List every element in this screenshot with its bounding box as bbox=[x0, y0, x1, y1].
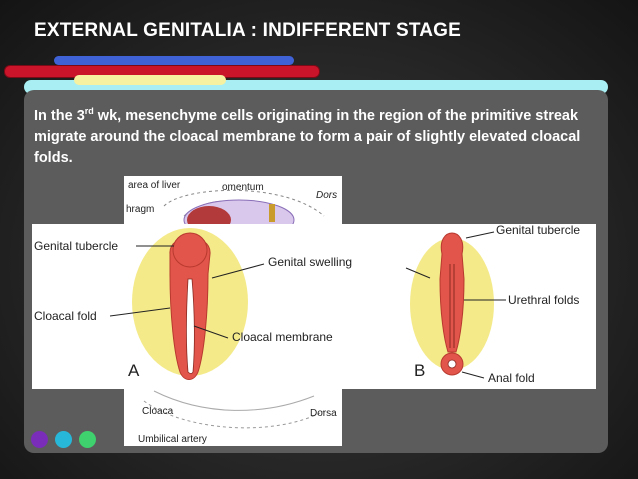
decor-bar-yellow bbox=[74, 75, 226, 85]
figure-external-genitalia: Genital tubercle Genital swelling Cloaca… bbox=[32, 223, 596, 389]
label-area-of-liver: area of liver bbox=[128, 180, 181, 191]
label-genital-tubercle-a: Genital tubercle bbox=[34, 239, 118, 253]
urethral-folds-shape-b bbox=[439, 232, 465, 353]
cloacal-membrane-shape-a bbox=[186, 278, 195, 374]
label-dors-top: Dors bbox=[316, 190, 337, 201]
label-cloacal-membrane: Cloacal membrane bbox=[232, 330, 333, 344]
label-anal-fold: Anal fold bbox=[488, 371, 535, 385]
label-omentum: omentum bbox=[222, 182, 264, 193]
body-text-superscript: rd bbox=[84, 106, 94, 117]
body-text-rest: wk, mesenchyme cells originating in the … bbox=[34, 108, 581, 166]
label-urethral-folds: Urethral folds bbox=[508, 293, 579, 307]
body-text-start: In the 3 bbox=[34, 108, 85, 124]
letter-b: B bbox=[414, 361, 425, 380]
nav-dot-cyan[interactable] bbox=[55, 431, 72, 448]
body-paragraph: In the 3rd wk, mesenchyme cells originat… bbox=[34, 106, 594, 169]
letter-a: A bbox=[128, 361, 140, 380]
slide-title: EXTERNAL GENITALIA : INDIFFERENT STAGE bbox=[34, 20, 462, 41]
label-genital-swelling: Genital swelling bbox=[268, 255, 352, 269]
decor-bar-blue bbox=[54, 56, 294, 65]
label-cloaca: Cloaca bbox=[142, 406, 174, 417]
nav-dot-purple[interactable] bbox=[31, 431, 48, 448]
genitalia-diagram: Genital tubercle Genital swelling Cloaca… bbox=[34, 223, 580, 385]
nav-dot-green[interactable] bbox=[79, 431, 96, 448]
label-diaphragm: hragm bbox=[126, 204, 154, 215]
label-cloacal-fold: Cloacal fold bbox=[34, 309, 97, 323]
label-genital-tubercle-b: Genital tubercle bbox=[496, 224, 580, 237]
label-umbilical-artery: Umbilical artery bbox=[138, 434, 207, 445]
label-dorsa-bottom: Dorsa bbox=[310, 408, 337, 419]
